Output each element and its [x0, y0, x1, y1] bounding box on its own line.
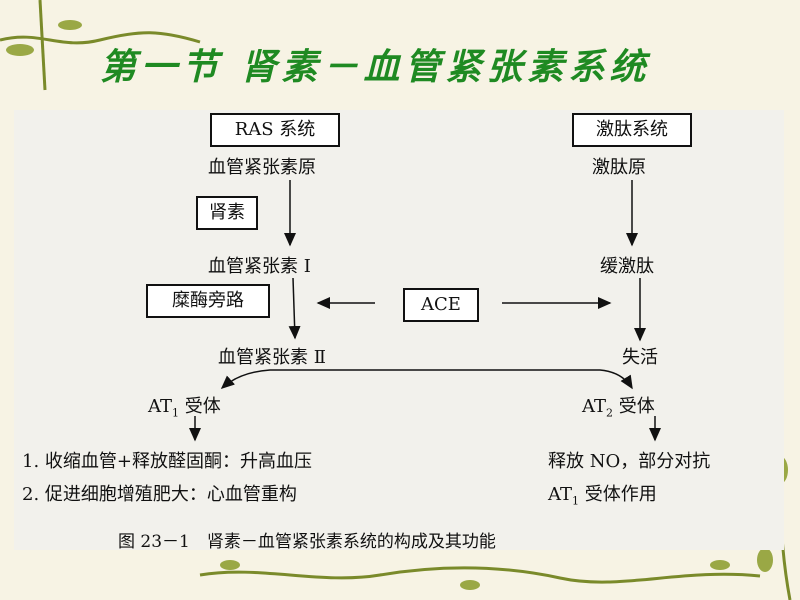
- renin-box: 肾素: [196, 196, 258, 230]
- at2-receptor-label: AT2 受体: [582, 396, 655, 420]
- arrow-ang2-to-at1: [220, 369, 295, 389]
- angiotensin-1-label: 血管紧张素 Ⅰ: [208, 256, 311, 277]
- diagram-panel: [14, 110, 784, 550]
- inactivation-label: 失活: [622, 347, 658, 368]
- figure-caption: 图 23－1 肾素－血管紧张素系统的构成及其功能: [118, 532, 496, 552]
- arrow-ang1-to-ang2: [288, 277, 301, 340]
- at2-effect-1: 释放 NO，部分对抗: [548, 451, 711, 472]
- ace-box: ACE: [403, 288, 479, 322]
- ras-system-box: RAS 系统: [210, 113, 340, 147]
- at1-effect-1: 1. 收缩血管+释放醛固酮：升高血压: [22, 451, 312, 472]
- kinin-system-box: 激肽系统: [572, 113, 692, 147]
- angiotensinogen-label: 血管紧张素原: [208, 157, 316, 178]
- bradykinin-label: 缓激肽: [600, 256, 654, 277]
- chymase-pathway-box: 糜酶旁路: [146, 284, 270, 318]
- at1-receptor-label: AT1 受体: [148, 396, 221, 420]
- angiotensin-2-label: 血管紧张素 Ⅱ: [218, 347, 326, 368]
- at2-effect-2: AT1 受体作用: [548, 484, 657, 508]
- arrow-ang2-to-at2: [295, 369, 633, 390]
- at1-effect-2: 2. 促进细胞增殖肥大：心血管重构: [22, 484, 297, 505]
- page-title: 第一节 肾素－血管紧张素系统: [100, 46, 651, 88]
- kininogen-label: 激肽原: [592, 157, 646, 178]
